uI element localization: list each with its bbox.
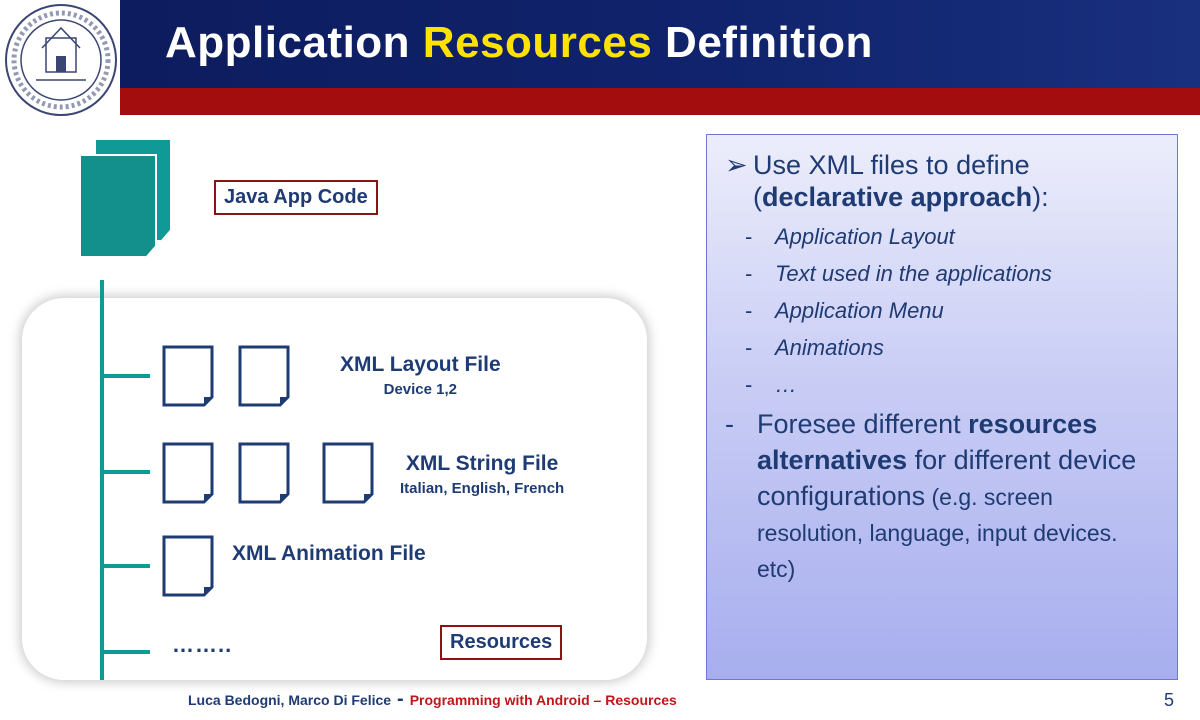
java-file-front-icon [79,154,157,258]
university-seal-icon [5,4,117,116]
xml-animation-title: XML Animation File [232,542,426,565]
footer-separator: - [397,688,404,710]
list-item: -Text used in the applications [745,261,1052,286]
foresee-text-pre: Foresee different [757,409,969,439]
list-item: -… [745,372,797,397]
xml-string-subtitle: Italian, English, French [400,480,565,497]
xml-layout-title: XML Layout File [340,353,501,376]
title-part1: Application [165,18,411,67]
header-red-band [120,88,1200,115]
more-resources-ellipsis: …….. [172,632,233,657]
layout-file-1-icon [162,345,214,407]
footer-course: Programming with Android – Resources [409,692,677,708]
slide-title: Application Resources Definition [165,18,873,68]
intro-text-bold: declarative approach [762,182,1033,212]
xml-layout-subtitle: Device 1,2 [383,381,458,398]
header-blue-band [120,0,1200,88]
string-file-3-icon [322,442,374,504]
page-number: 5 [1164,690,1175,710]
title-part2: Definition [665,18,873,67]
layout-file-2-icon [238,345,290,407]
string-file-1-icon [162,442,214,504]
java-app-code-label: Java App Code [214,180,378,215]
intro-text-post: ): [1032,182,1049,212]
list-item: -Application Menu [745,298,944,323]
foresee-text-bold: resources alternatives [757,409,1098,475]
definition-list: -Application Layout -Text used in the ap… [725,221,1161,400]
info-box: ➢ Use XML files to define (declarative a… [706,134,1178,680]
list-item: -Animations [745,335,884,360]
xml-animation-label: XML Animation File [232,542,426,566]
title-highlight: Resources [422,18,653,67]
resources-label: Resources [440,625,563,660]
slide-footer: Luca Bedogni, Marco Di Felice-Programmin… [188,688,677,711]
foresee-text-mid: for different device [907,445,1137,475]
xml-string-label: XML String File Italian, English, French [400,452,564,497]
string-file-2-icon [238,442,290,504]
xml-layout-label: XML Layout File Device 1,2 [340,353,501,398]
xml-definition-bullet: ➢ Use XML files to define (declarative a… [725,149,1161,213]
list-item: -Application Layout [745,224,955,249]
animation-file-icon [162,535,214,597]
arrow-bullet-icon: ➢ [725,150,748,180]
intro-text-pre: Use XML files to define ( [753,150,1030,212]
foresee-bullet: - Foresee different resources alternativ… [725,409,1137,582]
slide-header: Application Resources Definition [0,0,1200,116]
foresee-text-small: (e.g. screen resolution, language, input… [757,484,1118,582]
xml-string-title: XML String File [405,452,559,475]
foresee-text-config: configurations [757,481,926,511]
footer-author: Luca Bedogni, Marco Di Felice [188,692,392,708]
